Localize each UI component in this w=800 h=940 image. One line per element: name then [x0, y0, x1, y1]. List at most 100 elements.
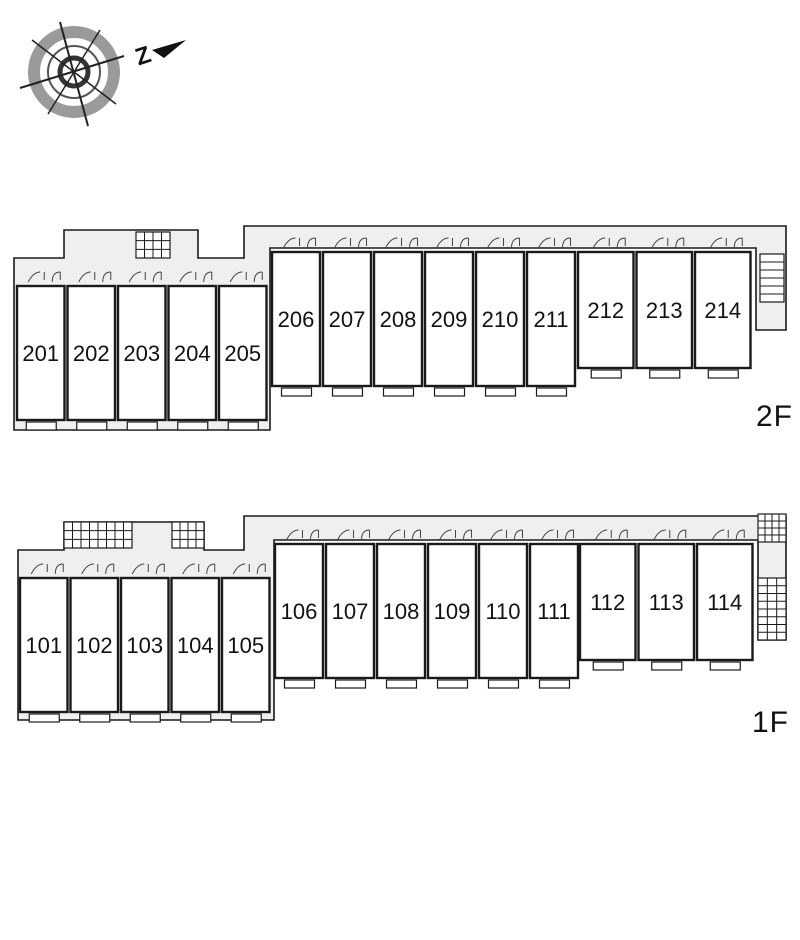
- room-number: 110: [485, 599, 520, 624]
- room-outline: [372, 250, 424, 388]
- room-number: 206: [278, 307, 315, 332]
- door-swing-icon: [334, 237, 367, 249]
- door-swing-icon: [131, 563, 165, 575]
- room-number: 104: [177, 633, 214, 658]
- balcony-unit-icon: [590, 369, 622, 379]
- stair-icon-2f-east: [759, 253, 785, 303]
- door-swing-icon: [653, 529, 687, 541]
- compass-ring: [28, 26, 120, 118]
- room-102: 102: [69, 563, 120, 723]
- room-101: 101: [18, 563, 69, 723]
- room-112: 112: [578, 529, 637, 671]
- door-swing-icon: [711, 529, 745, 541]
- balcony-unit-icon: [180, 713, 212, 723]
- balcony-unit-icon: [129, 713, 161, 723]
- room-outline: [525, 250, 577, 388]
- room-211: 211: [525, 237, 577, 397]
- room-outline: [635, 250, 694, 370]
- door-swing-icon: [594, 529, 628, 541]
- compass-north-label: Z: [132, 41, 154, 71]
- room-number: 210: [482, 307, 519, 332]
- compass-needle-2: [19, 55, 125, 89]
- room-outline: [15, 284, 66, 422]
- room-204: 204: [167, 271, 218, 431]
- balcony-unit-icon: [25, 421, 57, 431]
- balcony-unit-icon: [79, 713, 111, 723]
- door-swing-icon: [229, 271, 263, 283]
- room-103: 103: [119, 563, 170, 723]
- door-swing-icon: [592, 237, 626, 249]
- room-105: 105: [220, 563, 271, 723]
- stair-icon-1f-west: [63, 521, 133, 549]
- room-outline: [18, 576, 69, 714]
- compass-rose-icon: Z: [19, 21, 186, 127]
- room-outline: [474, 250, 526, 388]
- room-209: 209: [423, 237, 475, 397]
- room-207: 207: [321, 237, 373, 397]
- room-outline: [69, 576, 120, 714]
- room-109: 109: [426, 529, 478, 689]
- balcony-unit-icon: [535, 387, 568, 397]
- room-outline: [423, 250, 475, 388]
- room-outline: [66, 284, 117, 422]
- room-number: 113: [649, 590, 684, 615]
- balcony-unit-icon: [436, 679, 469, 689]
- door-swing-icon: [78, 271, 112, 283]
- room-outline: [119, 576, 170, 714]
- compass-needle-1: [59, 21, 89, 127]
- room-number: 209: [431, 307, 468, 332]
- door-swing-icon: [179, 271, 213, 283]
- balcony-unit-icon: [433, 387, 466, 397]
- room-number: 211: [533, 307, 568, 332]
- north-arrow-icon: [152, 40, 186, 58]
- balcony-unit-icon: [649, 369, 681, 379]
- room-number: 201: [22, 341, 59, 366]
- compass-core: [57, 55, 91, 89]
- room-outline: [170, 576, 221, 714]
- balcony-unit-icon: [331, 387, 364, 397]
- room-201: 201: [15, 271, 66, 431]
- room-number: 203: [123, 341, 160, 366]
- room-number: 109: [434, 599, 471, 624]
- room-107: 107: [324, 529, 376, 689]
- room-outline: [528, 542, 580, 680]
- door-swing-icon: [439, 529, 472, 541]
- door-swing-icon: [490, 529, 523, 541]
- door-swing-icon: [337, 529, 370, 541]
- stair-icon-1f-mid: [171, 521, 205, 549]
- door-swing-icon: [487, 237, 520, 249]
- room-outline: [375, 542, 427, 680]
- room-number: 204: [174, 341, 211, 366]
- balcony-unit-icon: [126, 421, 158, 431]
- door-swing-icon: [538, 237, 571, 249]
- balcony-unit-icon: [484, 387, 517, 397]
- room-203: 203: [116, 271, 167, 431]
- room-number: 114: [707, 590, 742, 615]
- floor-label-2f: 2F: [756, 400, 794, 433]
- stair-icon-1f-east: [757, 513, 787, 543]
- balcony-unit-icon: [28, 713, 60, 723]
- room-outline: [693, 250, 752, 370]
- room-111: 111: [528, 529, 580, 689]
- room-number: 207: [329, 307, 366, 332]
- room-104: 104: [170, 563, 221, 723]
- room-number: 107: [332, 599, 369, 624]
- balcony-unit-icon: [385, 679, 418, 689]
- balcony-unit-icon: [227, 421, 259, 431]
- door-swing-icon: [27, 271, 61, 283]
- door-swing-icon: [81, 563, 115, 575]
- room-206: 206: [270, 237, 322, 397]
- room-214: 214: [693, 237, 752, 379]
- room-number: 213: [646, 298, 683, 323]
- room-number: 205: [224, 341, 261, 366]
- room-number: 105: [227, 633, 264, 658]
- compass-inner-ring: [47, 45, 101, 99]
- room-outline: [270, 250, 322, 388]
- room-outline: [116, 284, 167, 422]
- room-113: 113: [637, 529, 696, 671]
- room-outline: [321, 250, 373, 388]
- room-number: 214: [704, 298, 741, 323]
- balcony-unit-icon: [592, 661, 624, 671]
